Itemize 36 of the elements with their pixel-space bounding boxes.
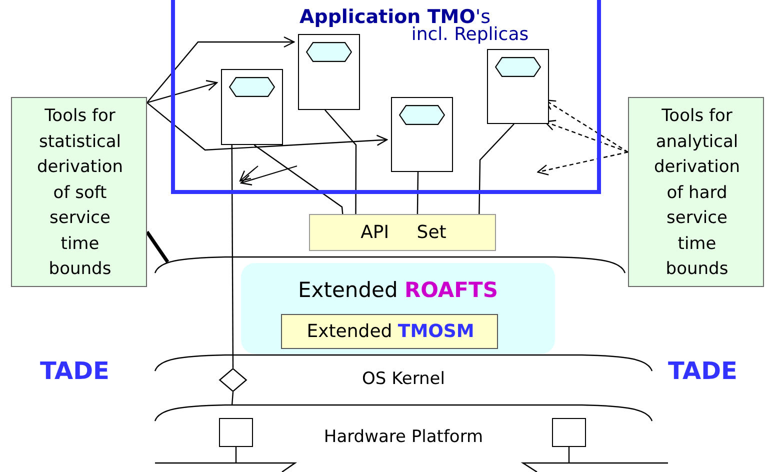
box-text: Tools for statistical derivation of soft service time bounds (36, 105, 124, 281)
box-text: Extended TMOSM (306, 321, 476, 342)
tmo-box (487, 49, 549, 124)
layer-band (155, 257, 625, 357)
diamond-symbol (219, 368, 247, 392)
box-text: Extended ROAFTS (297, 278, 499, 302)
tmo-box (221, 69, 283, 145)
side-label: TADE (668, 357, 738, 385)
side-label: TADE (40, 357, 110, 385)
arrow (537, 152, 628, 176)
connector-line (416, 172, 419, 214)
api-box (309, 214, 496, 251)
middleware-panel (241, 263, 555, 354)
module-box (281, 314, 498, 349)
box-text: API Set (360, 222, 448, 243)
connector-line (146, 230, 170, 263)
tool-box (11, 97, 147, 287)
small-square (552, 418, 586, 447)
arrow (146, 102, 388, 151)
small-square (219, 418, 253, 447)
arrow (146, 36, 295, 104)
box-text: OS Kernel (361, 369, 446, 389)
box-text: Tools for analytical derivation of hard service time bounds (652, 105, 741, 281)
connector-line (231, 392, 234, 406)
arrow (146, 80, 218, 104)
tmo-box (391, 97, 453, 172)
connector-line (231, 145, 234, 368)
connector-line (324, 110, 357, 214)
frame-subtitle: incl. Replicas (411, 24, 530, 45)
arrow (544, 120, 628, 153)
connector-line (254, 144, 344, 214)
connector-line (478, 124, 514, 214)
application-frame (171, 0, 601, 194)
tmo-box (298, 34, 360, 110)
box-text: Hardware Platform (322, 427, 484, 447)
tool-box (628, 97, 764, 287)
